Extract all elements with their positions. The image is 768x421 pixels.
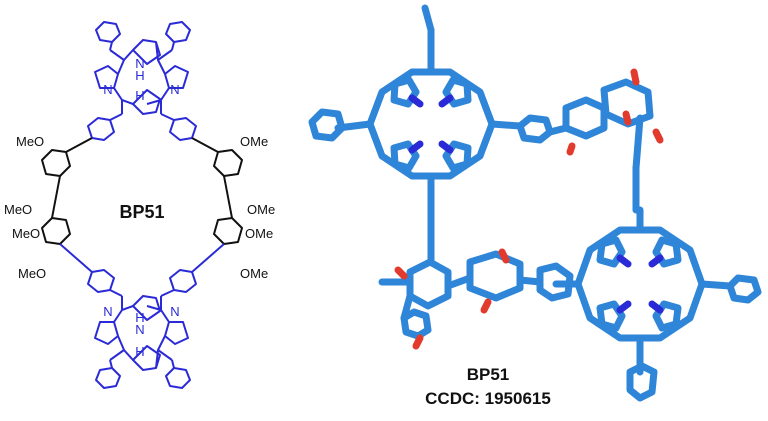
meo-label-2: MeO — [4, 202, 32, 217]
n-label-bottom-left: N — [103, 304, 112, 319]
meo-label-4: MeO — [18, 266, 46, 281]
n-label-bottom: N — [135, 322, 144, 337]
crystal-porphyrin-upper — [308, 4, 554, 224]
ome-label-1: OMe — [240, 134, 268, 149]
crystal-oxygens-top — [566, 68, 664, 156]
h-label-top: H — [135, 68, 144, 83]
h-label-bottom: H — [135, 310, 144, 325]
n-label-top-right: N — [170, 82, 179, 97]
n-label-bottom-right: N — [170, 304, 179, 319]
ome-label-4: OMe — [240, 266, 268, 281]
chemical-structure-drawing — [41, 21, 243, 389]
crystal-structure-model — [308, 4, 762, 402]
crystal-oxygens-bottom — [394, 248, 510, 350]
left-compound-label: BP51 — [119, 202, 164, 222]
right-compound-label: BP51 — [467, 365, 510, 384]
dimethoxy-linkers — [41, 137, 243, 245]
crystal-nitrogens-lower — [616, 254, 664, 314]
ome-label-3: OMe — [245, 226, 273, 241]
ome-label-2: OMe — [247, 202, 275, 217]
crystal-linker-top — [546, 78, 654, 214]
meo-label-3: MeO — [12, 226, 40, 241]
n-label-top-left: N — [103, 82, 112, 97]
n-label-top: N — [135, 56, 144, 71]
crystal-linker-bottom — [378, 216, 574, 340]
h-label-bottom-2: H — [135, 344, 144, 359]
meo-label-1: MeO — [16, 134, 44, 149]
crystal-nitrogens-upper — [408, 94, 454, 154]
top-porphyrin — [87, 21, 197, 141]
ccdc-label: CCDC: 1950615 — [425, 389, 551, 408]
h-label-top-2: H — [135, 88, 144, 103]
bottom-porphyrin — [59, 243, 225, 389]
